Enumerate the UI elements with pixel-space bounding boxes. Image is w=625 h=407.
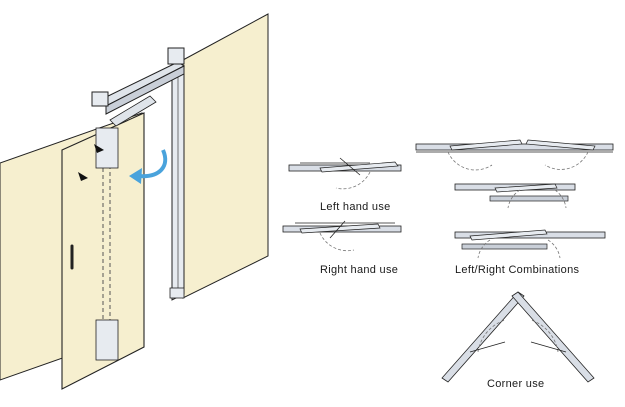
combination-diagram-bottom <box>454 229 606 259</box>
caption-right-hand: Right hand use <box>320 264 399 276</box>
combination-diagram-top <box>415 139 614 171</box>
pointer-arrow-upper <box>94 144 104 153</box>
caption-left-hand: Left hand use <box>320 201 391 213</box>
rail-carriage-top <box>167 47 185 65</box>
caption-combinations: Left/Right Combinations <box>455 264 580 276</box>
top-rail <box>99 61 185 107</box>
rail-carriage-left <box>91 91 109 107</box>
pointer-arrow-lower <box>78 172 88 181</box>
wall-panel-right <box>182 13 269 299</box>
right-hand-diagram <box>282 220 402 252</box>
combination-diagram-middle <box>454 183 576 209</box>
rotation-arrow-icon <box>137 149 168 179</box>
door-assembly-illustration <box>0 13 269 390</box>
left-hand-diagram <box>288 157 402 190</box>
pivot-arm-top <box>109 95 157 127</box>
linkage-bar <box>102 137 111 350</box>
post-foot <box>169 287 185 299</box>
corner-diagram <box>441 291 595 383</box>
caption-corner: Corner use <box>487 378 545 390</box>
